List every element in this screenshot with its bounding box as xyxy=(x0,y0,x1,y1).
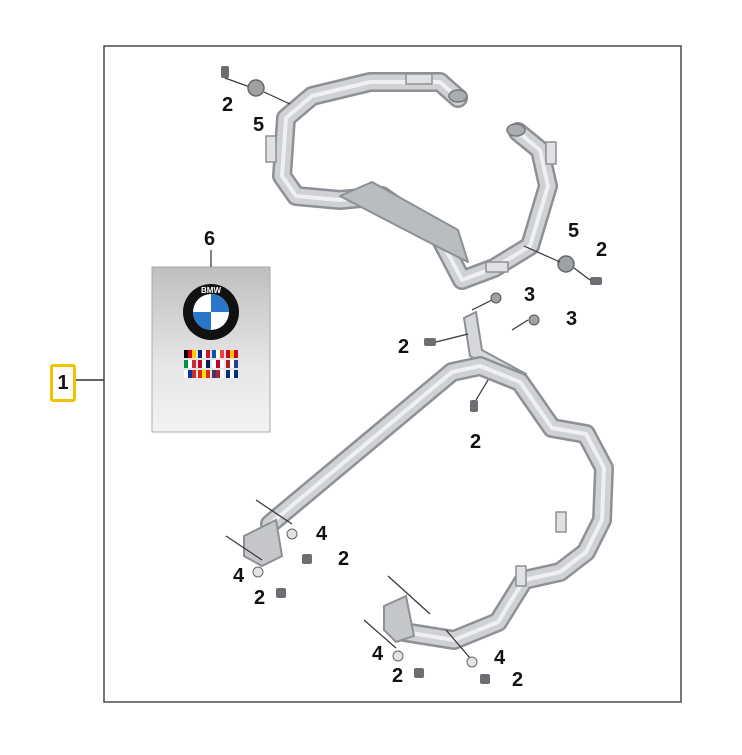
language-flag xyxy=(212,360,224,368)
diagram-frame xyxy=(103,45,682,703)
language-flag xyxy=(184,360,196,368)
callout-3-a[interactable]: 3 xyxy=(524,284,535,306)
callout-4-right-a[interactable]: 4 xyxy=(494,647,506,669)
bmw-logo: BMW xyxy=(183,284,239,340)
language-flag xyxy=(184,350,196,358)
bmw-logo-text: BMW xyxy=(201,286,221,295)
language-flag xyxy=(184,370,196,378)
language-flag xyxy=(226,350,238,358)
callout-4-left-a[interactable]: 4 xyxy=(316,523,328,545)
callout-5-right[interactable]: 5 xyxy=(568,220,579,242)
language-flag xyxy=(212,370,224,378)
main-part-callout[interactable]: 1 xyxy=(50,364,76,402)
callout-2-right[interactable]: 2 xyxy=(596,239,607,261)
lower-frame xyxy=(260,356,614,650)
upper-crash-bar xyxy=(265,72,558,290)
owners-manual: BMW xyxy=(151,250,271,433)
callout-2-right-a[interactable]: 2 xyxy=(512,669,523,691)
language-flag xyxy=(198,360,210,368)
language-flag xyxy=(198,350,210,358)
language-flag xyxy=(226,370,238,378)
callout-2-left-a[interactable]: 2 xyxy=(338,548,349,570)
language-flag xyxy=(226,360,238,368)
callout-5-top[interactable]: 5 xyxy=(253,114,264,136)
left-mounting-plate xyxy=(225,499,312,598)
spacer-right xyxy=(523,245,575,273)
language-flag xyxy=(198,370,210,378)
callout-4-right-b[interactable]: 4 xyxy=(372,643,384,665)
callout-3-b[interactable]: 3 xyxy=(566,308,577,330)
callout-2-mid-below[interactable]: 2 xyxy=(470,431,481,453)
spacer-top-left xyxy=(247,79,291,105)
mounting-bracket xyxy=(424,292,540,412)
callout-2-top[interactable]: 2 xyxy=(222,94,233,116)
language-flag xyxy=(212,350,224,358)
right-mounting-plate xyxy=(363,575,490,684)
bolt-right xyxy=(573,267,602,285)
callout-4-left-b[interactable]: 4 xyxy=(233,565,245,587)
callout-2-left-b[interactable]: 2 xyxy=(254,587,265,609)
language-flags xyxy=(184,350,238,378)
callout-6-manual[interactable]: 6 xyxy=(204,228,215,250)
callout-2-mid-left[interactable]: 2 xyxy=(398,336,409,358)
callout-2-right-b[interactable]: 2 xyxy=(392,665,403,687)
